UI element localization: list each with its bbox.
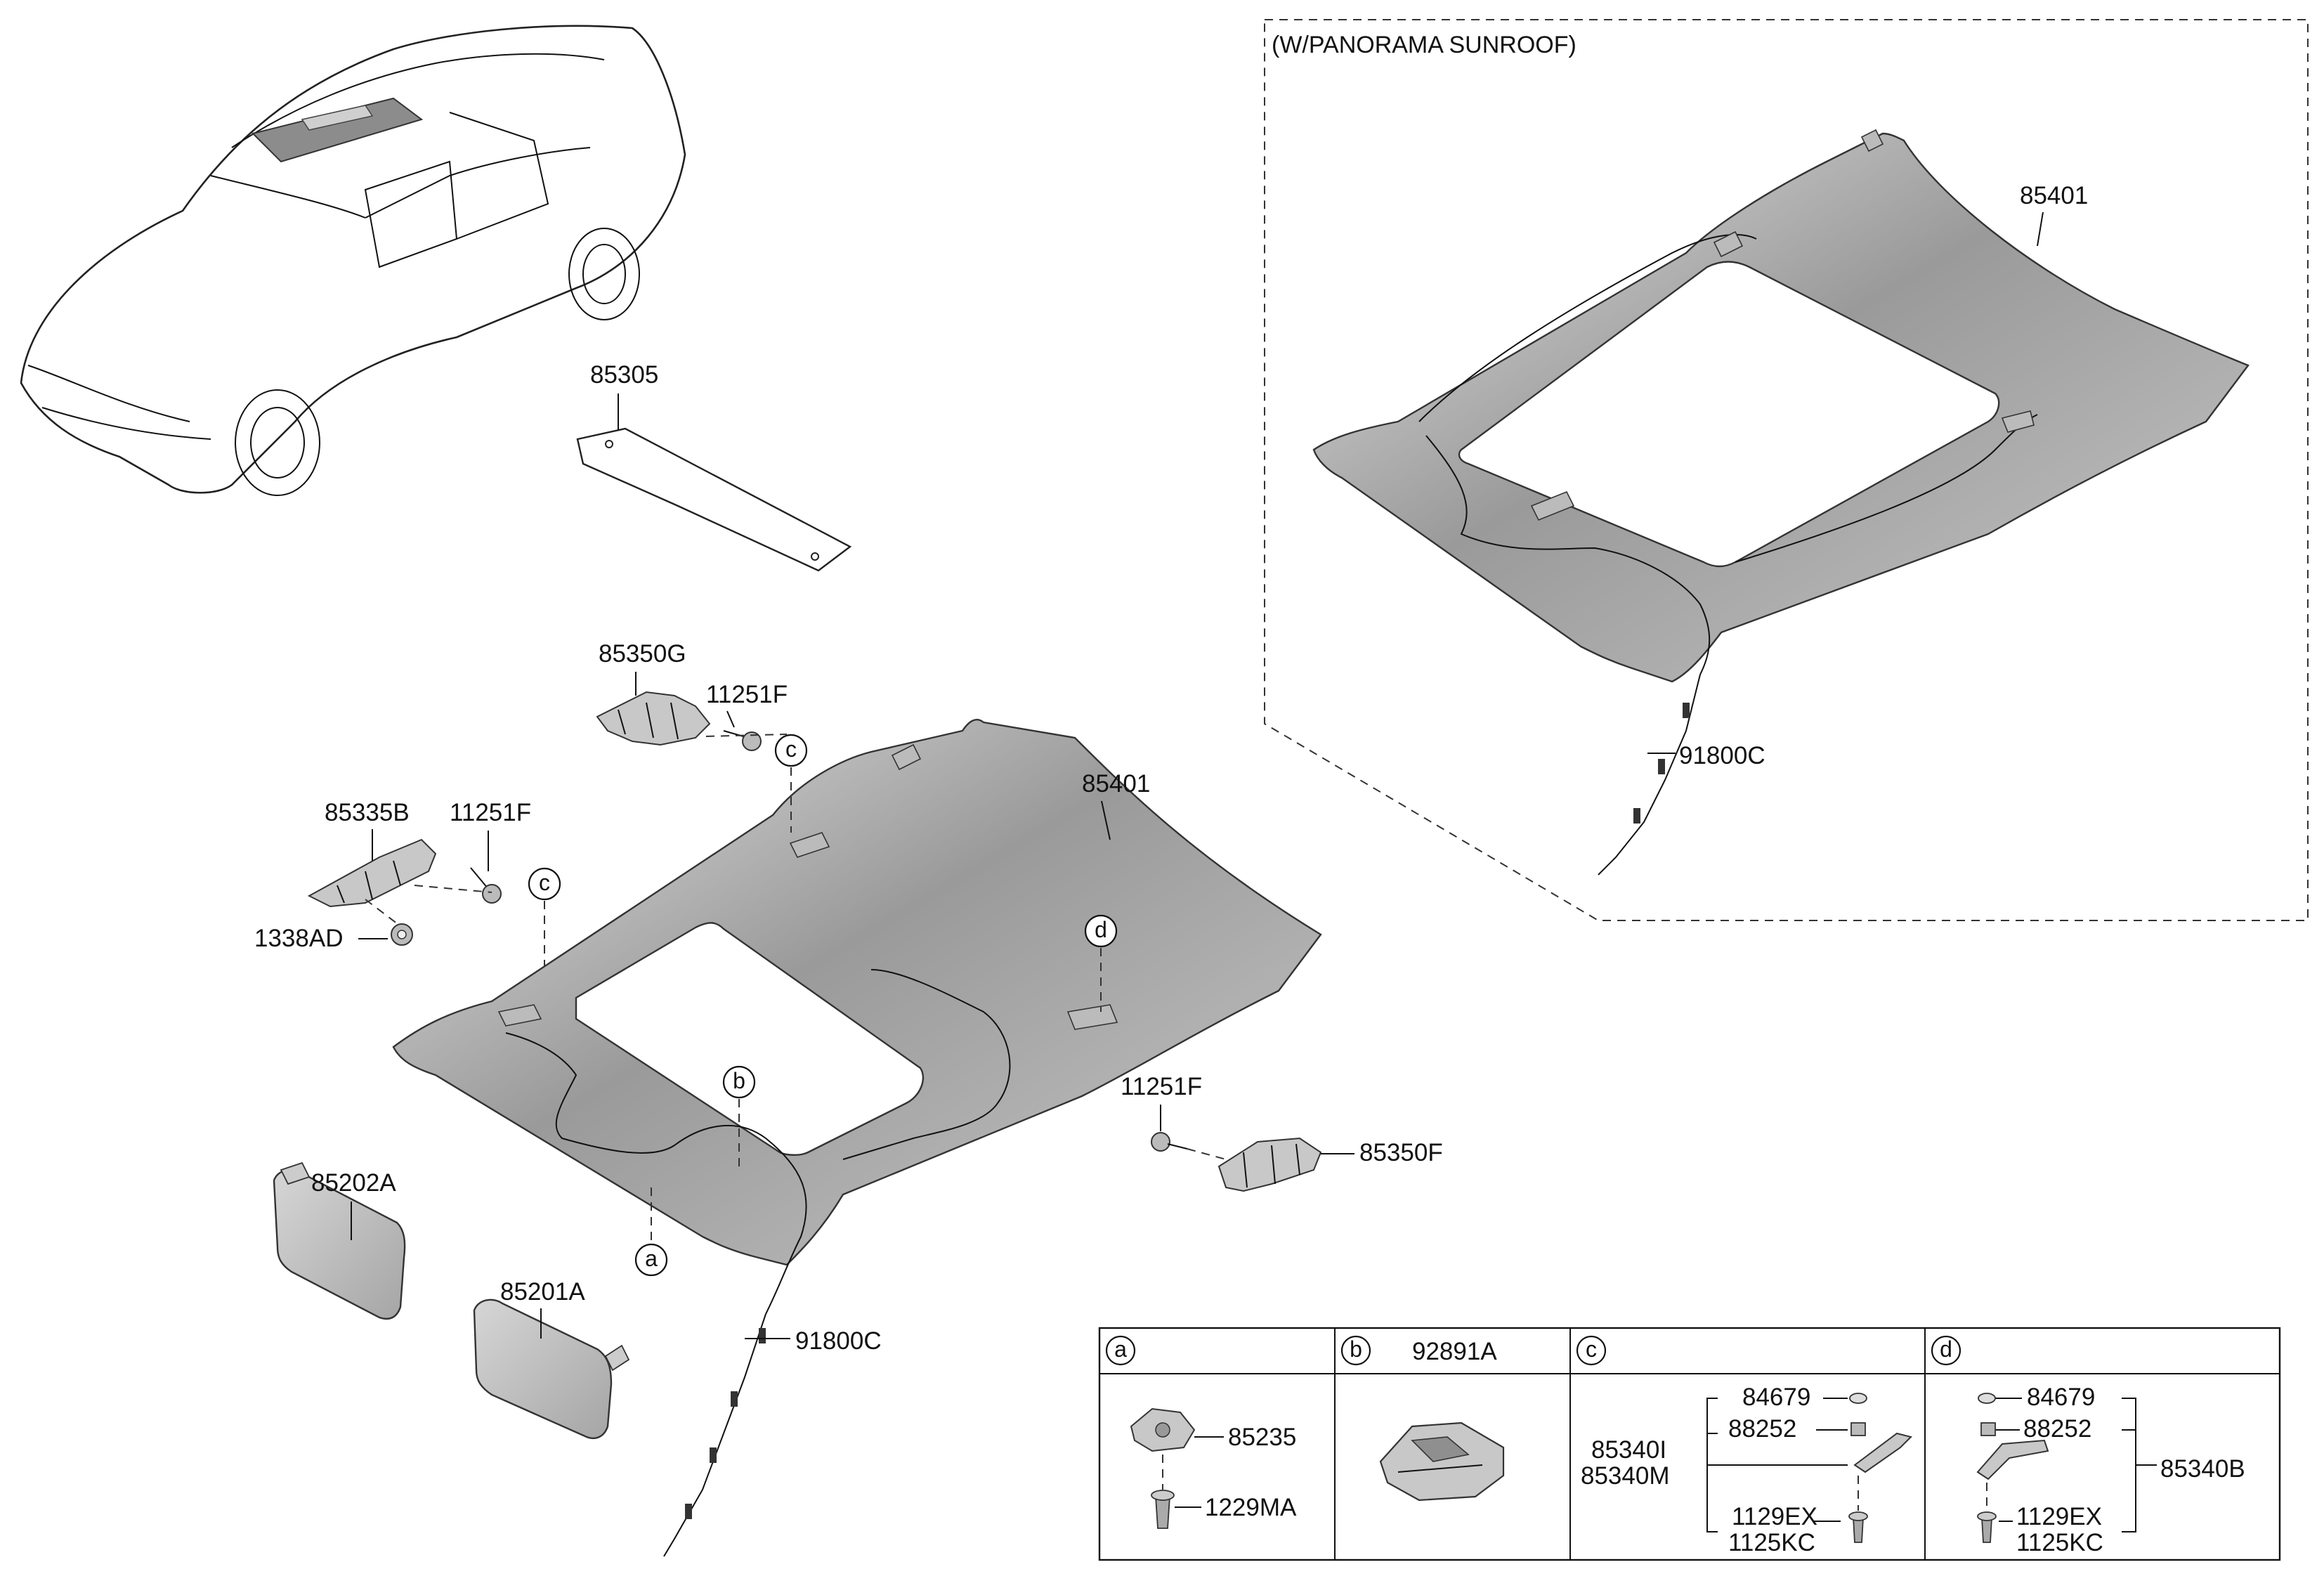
part-11251F-screw-top — [723, 730, 762, 751]
legend-c-88252: 88252 — [1728, 1415, 1796, 1443]
svg-text:b: b — [733, 1068, 745, 1093]
legend-cell-c: 85340I 85340M 84679 88252 1129EX 1125KC — [1581, 1384, 1912, 1556]
legend-d-84679: 84679 — [2027, 1384, 2095, 1411]
legend-cell-d: 84679 88252 85340B 1129EX 1125KC — [1976, 1384, 2245, 1556]
part-85305-pad — [576, 393, 852, 572]
legend-header-d: d — [1931, 1335, 1961, 1366]
part-85350F-bracket — [1218, 1137, 1322, 1192]
label-85401-main: 85401 — [1082, 770, 1150, 798]
label-91800C-pano: 91800C — [1679, 742, 1765, 769]
legend-c-84679: 84679 — [1742, 1384, 1810, 1411]
legend-d-1125KC: 1125KC — [2016, 1529, 2103, 1556]
label-85350F: 85350F — [1359, 1139, 1443, 1166]
label-85305: 85305 — [590, 361, 658, 389]
legend-part-85340I: 85340I — [1591, 1436, 1666, 1464]
label-11251F-top: 11251F — [706, 681, 788, 708]
label-91800C-main: 91800C — [795, 1327, 882, 1355]
callout-c-lower: c — [528, 867, 561, 901]
svg-text:c: c — [1586, 1336, 1597, 1362]
legend-part-85235: 85235 — [1228, 1424, 1296, 1451]
legend-d-85340B: 85340B — [2160, 1455, 2245, 1483]
legend-header-a: a — [1105, 1335, 1136, 1366]
car-illustration — [20, 25, 686, 496]
legend-part-1229MA: 1229MA — [1205, 1494, 1297, 1521]
part-85201A-visor — [473, 1299, 630, 1440]
legend-part-85340M: 85340M — [1581, 1462, 1669, 1490]
part-11251F-screw-mid — [470, 867, 502, 904]
label-85201A: 85201A — [500, 1278, 585, 1306]
label-11251F-right: 11251F — [1121, 1073, 1202, 1100]
svg-text:d: d — [1095, 917, 1107, 942]
part-1338AD-nut — [391, 923, 413, 946]
legend-cell-a: 85235 1229MA — [1130, 1407, 1297, 1529]
label-85401-pano: 85401 — [2020, 182, 2088, 209]
callout-d: d — [1084, 914, 1118, 948]
part-85350G-bracket — [596, 691, 711, 746]
label-85202A: 85202A — [311, 1169, 396, 1197]
callout-a: a — [634, 1243, 668, 1277]
svg-text:d: d — [1940, 1336, 1952, 1362]
legend-part-92891A: 92891A — [1412, 1338, 1497, 1365]
panorama-panel: (W/PANORAMA SUNROOF) — [1264, 19, 2309, 921]
label-11251F-mid: 11251F — [450, 799, 531, 826]
legend-header-c: c — [1576, 1335, 1607, 1366]
svg-text:c: c — [785, 736, 797, 762]
svg-text:a: a — [1114, 1336, 1127, 1362]
legend-d-1129EX: 1129EX — [2016, 1503, 2102, 1530]
part-85202A-visor — [273, 1161, 406, 1320]
label-1338AD: 1338AD — [254, 925, 343, 952]
legend-d-88252: 88252 — [2023, 1415, 2091, 1443]
label-85335B: 85335B — [325, 799, 410, 826]
headliner-main — [392, 719, 1322, 1557]
sunroof-opening — [1458, 261, 2000, 568]
legend-c-1129EX: 1129EX — [1732, 1503, 1817, 1530]
callout-b: b — [722, 1065, 756, 1099]
legend-header-b: b 92891A — [1340, 1335, 1497, 1366]
panorama-panel-title: (W/PANORAMA SUNROOF) — [1272, 32, 1576, 58]
part-85335B-bracket — [307, 838, 437, 908]
label-85350G: 85350G — [599, 640, 686, 668]
legend-cell-b — [1379, 1421, 1505, 1502]
legend-c-1125KC: 1125KC — [1728, 1529, 1815, 1556]
callout-c-upper: c — [774, 734, 808, 767]
svg-text:b: b — [1350, 1336, 1362, 1362]
svg-text:a: a — [645, 1246, 658, 1271]
legend-table: a b 92891A c d 85235 1229MA — [1098, 1327, 2281, 1561]
svg-text:c: c — [539, 870, 550, 895]
part-11251F-screw-right — [1151, 1132, 1188, 1152]
